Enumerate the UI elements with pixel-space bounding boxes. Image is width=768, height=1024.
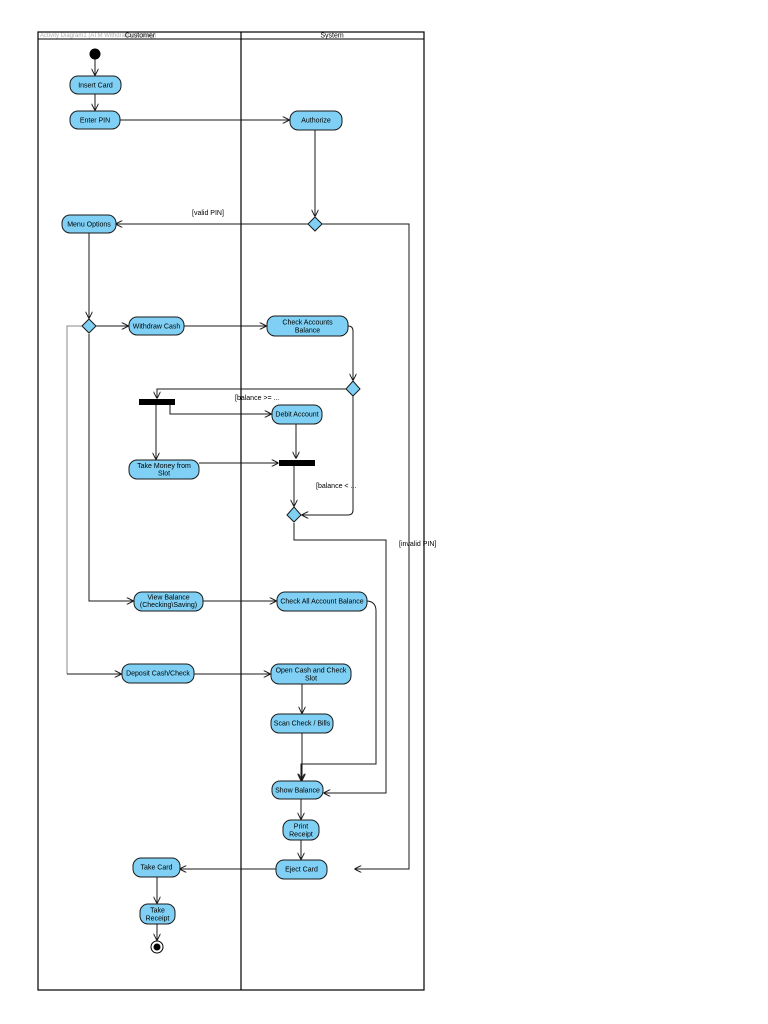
action-label: Deposit Cash/Check [126,671,190,678]
edge-balance-ge [157,388,346,398]
guard-balance-ge: [balance >= ... [235,395,279,402]
action-label-line1: Open Cash and Check [276,668,347,675]
action-label: Check All Account Balance [280,599,363,606]
edge-invalid-pin [322,223,410,869]
action-eject-card[interactable]: Eject Card [275,859,328,880]
action-enter-pin[interactable]: Enter PIN [69,110,121,130]
lane-title-customer: Customer [125,33,156,40]
action-check-accounts-balance[interactable]: Check Accounts Balance [266,315,349,337]
action-label: Debit Account [275,412,318,419]
action-label-line1: Take Money from [137,463,191,470]
swimlane-frame [37,31,425,991]
action-menu-options[interactable]: Menu Options [61,214,117,234]
action-label-line1: View Balance [147,595,189,602]
initial-node [89,48,101,60]
action-label: Menu Options [67,222,111,229]
action-label-line2: Slot [305,676,317,683]
decision-pin-valid [307,216,323,232]
fork-bar [139,399,175,405]
edge-balance-lt [302,396,354,515]
action-label: Take Card [141,865,173,872]
action-take-money-from-slot[interactable]: Take Money from Slot [128,459,200,480]
action-label: Enter PIN [80,118,110,125]
action-show-balance[interactable]: Show Balance [271,780,324,800]
diagram-header-text: Activity Diagram1 (ATM Withdrawal Activi… [40,33,156,39]
action-check-all-account-balance[interactable]: Check All Account Balance [276,591,368,612]
decision-balance-check [345,380,361,397]
action-label: Eject Card [285,867,318,874]
action-scan-check-bills[interactable]: Scan Check / Bills [270,713,334,734]
join-bar [279,460,315,466]
guard-valid-pin: [valid PIN] [192,210,224,217]
edge-check-decision [347,325,353,380]
edges [66,59,410,940]
lane-title-system: System [320,33,344,40]
action-label-line2: (Checking\Saving) [140,602,197,609]
action-label-line1: Take [150,908,165,915]
action-debit-account[interactable]: Debit Account [271,404,323,425]
action-label-line2: Balance [295,328,320,335]
merge-node [286,506,302,523]
action-insert-card[interactable]: Insert Card [69,75,122,95]
action-take-card[interactable]: Take Card [132,857,181,878]
action-label: Authorize [301,118,331,125]
action-label: Withdraw Cash [133,324,181,331]
action-label: Scan Check / Bills [274,721,331,728]
action-label-line2: Receipt [146,916,170,923]
guard-invalid-pin: [invalid PIN] [399,541,436,548]
edge-fork-debit [169,405,271,414]
action-label-line2: Slot [158,471,170,478]
edge-decision-deposit [66,325,82,674]
action-label-line1: Print [294,824,308,831]
decision-menu-choice [81,318,97,334]
action-label: Show Balance [275,788,320,795]
action-label-line2: Receipt [289,832,313,839]
action-view-balance[interactable]: View Balance (Checking\Saving) [133,591,204,612]
action-authorize[interactable]: Authorize [289,110,343,131]
edge-merge-show [293,523,387,793]
action-open-cash-check-slot[interactable]: Open Cash and Check Slot [270,663,352,685]
edge-checkall-show [301,600,377,780]
action-take-receipt[interactable]: Take Receipt [139,903,176,925]
action-print-receipt[interactable]: Print Receipt [282,819,320,841]
guard-balance-lt: [balance < ... [316,483,356,490]
action-label-line1: Check Accounts [282,320,333,327]
action-label: Insert Card [78,83,113,90]
final-node [150,940,164,954]
edge-decision-view [88,334,133,601]
action-withdraw-cash[interactable]: Withdraw Cash [128,316,185,336]
action-deposit-cash-check[interactable]: Deposit Cash/Check [121,663,195,684]
